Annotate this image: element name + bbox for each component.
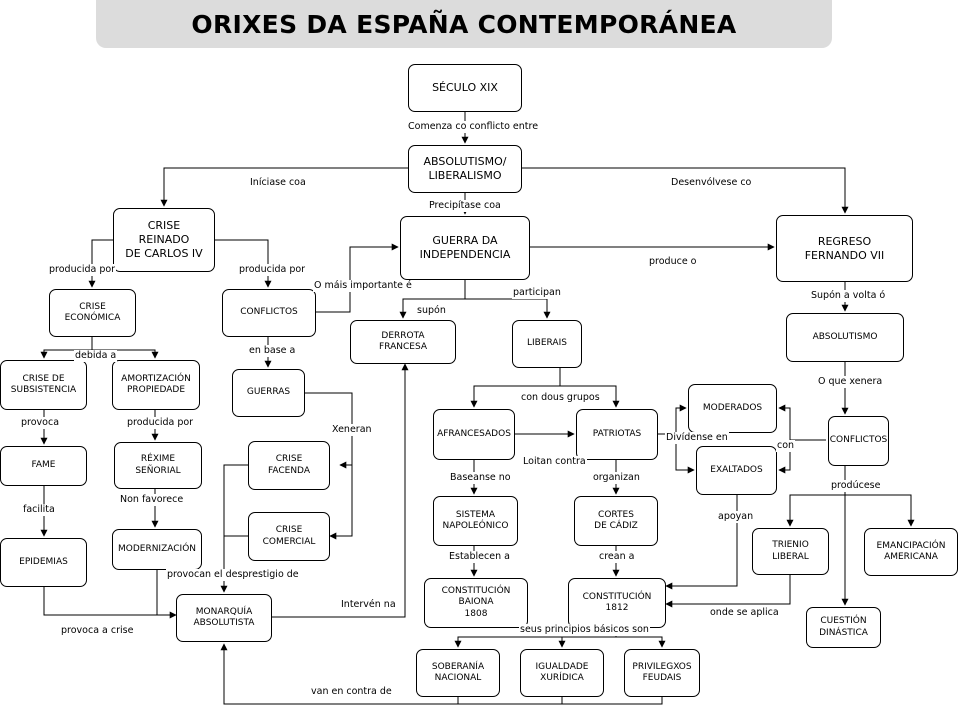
- page-title: ORIXES DA ESPAÑA CONTEMPORÁNEA: [191, 9, 737, 39]
- node-liberais: LIBERAIS: [512, 320, 582, 368]
- label-non-favorece: Non favorece: [119, 494, 185, 506]
- node-exaltados: EXALTADOS: [696, 446, 777, 495]
- node-conflictos-b: CONFLICTOS: [828, 416, 889, 466]
- label-organizan: organizan: [592, 472, 641, 484]
- label-producida-por-b: producida por: [238, 264, 307, 276]
- edge-exaltados-1812: [665, 495, 738, 590]
- label-apoyan: apoyan: [717, 511, 755, 523]
- node-soberania-nacional: SOBERANÍA NACIONAL: [416, 649, 500, 697]
- node-cuestion-dinastica: CUESTIÓN DINÁSTICA: [806, 607, 881, 648]
- label-producese: prodúcese: [830, 480, 882, 492]
- label-provocan-desprestixio: provocan el desprestigio de: [166, 569, 300, 581]
- edge-epidemias-monarquia: [43, 587, 157, 616]
- edge-guerras-comercial: [329, 465, 353, 540]
- node-absolutismo: ABSOLUTISMO: [786, 313, 904, 362]
- label-participan: participan: [512, 287, 562, 299]
- node-fame: FAME: [0, 446, 87, 486]
- edge-absolutismo-regreso: [522, 167, 849, 214]
- node-epidemias: EPIDEMIAS: [0, 538, 87, 587]
- node-igualdade-xuridica: IGUALDADE XURÍDICA: [520, 649, 604, 697]
- label-con: con: [776, 440, 796, 452]
- edge-principios-monarquia: [224, 644, 663, 705]
- label-establecen-a: Establecen a: [448, 551, 511, 563]
- node-crise-comercial: CRISE COMERCIAL: [248, 512, 330, 561]
- node-crise-subsistencia: CRISE DE SUBSISTENCIA: [0, 360, 87, 410]
- label-desenvolvese: Desenvólvese co: [670, 177, 753, 189]
- node-conflictos-a: CONFLICTOS: [222, 289, 316, 337]
- node-crise-economica: CRISE ECONÓMICA: [49, 289, 136, 337]
- node-rexime-senorial: RÉXIME SEÑORIAL: [114, 442, 202, 489]
- node-constitucion-baiona: CONSTITUCIÓN BAIONA 1808: [424, 578, 528, 628]
- node-crise-reinado: CRISE REINADO DE CARLOS IV: [113, 208, 215, 272]
- label-en-base-a: en base a: [248, 345, 297, 357]
- node-amortizacion-propiedade: AMORTIZACIÓN PROPIEDADE: [112, 360, 200, 410]
- node-cortes-cadiz: CORTES DE CÁDIZ: [574, 496, 658, 546]
- node-sistema-napoleonico: SISTEMA NAPOLEÓNICO: [433, 496, 518, 546]
- label-o-que-xenera: O que xenera: [817, 376, 884, 388]
- label-comenza: Comenza co conflicto entre: [407, 121, 540, 133]
- edge-guerra-liberais: [465, 298, 551, 319]
- label-mais-importante: O máis importante é: [313, 280, 413, 292]
- label-interven-na: Intervén na: [340, 599, 397, 611]
- label-onde-se-aplica: onde se aplica: [709, 607, 780, 619]
- label-loitan-contra: Loitan contra: [522, 456, 587, 468]
- node-derrota-francesa: DERROTA FRANCESA: [350, 320, 456, 364]
- edge-liberais-afrancesados: [470, 368, 561, 408]
- edge-patriotas-moderados: [658, 404, 687, 435]
- edge-guerra-branch: [399, 280, 466, 319]
- edge-trienio-1812: [665, 575, 791, 608]
- edge-conflictos-moderados: [778, 404, 826, 441]
- node-modernizacion: MODERNIZACIÓN: [112, 529, 202, 570]
- node-afrancesados: AFRANCESADOS: [433, 409, 515, 460]
- node-seculo-xix: SÉCULO XIX: [408, 64, 522, 112]
- title-banner: ORIXES DA ESPAÑA CONTEMPORÁNEA: [96, 0, 832, 48]
- label-dividense-en: Divídense en: [665, 432, 729, 444]
- label-supon-a-volta: Supón a volta ó: [810, 290, 887, 302]
- label-producida-por-a: producida por: [48, 264, 117, 276]
- node-emancipacion-americana: EMANCIPACIÓN AMERICANA: [864, 528, 958, 576]
- label-debida-a: debida a: [74, 350, 118, 362]
- node-patriotas: PATRIOTAS: [576, 409, 658, 460]
- node-guerras: GUERRAS: [232, 369, 305, 417]
- edge-conflictos-emancipacion: [845, 494, 915, 527]
- node-constitucion-1812: CONSTITUCIÓN 1812: [568, 578, 666, 628]
- node-absolutismo-liberalismo: ABSOLUTISMO/ LIBERALISMO: [408, 145, 522, 193]
- label-crean-a: crean a: [598, 551, 636, 563]
- edge-conflictos-trienio: [786, 466, 846, 527]
- edge-facenda-monarquia: [220, 464, 248, 593]
- label-van-en-contra: van en contra de: [310, 686, 393, 698]
- node-trienio-liberal: TRIENIO LIBERAL: [752, 528, 829, 575]
- label-con-dous-grupos: con dous grupos: [520, 392, 601, 404]
- label-iniciase: Iníciase coa: [249, 177, 307, 189]
- label-seus-principios: seus principios básicos son: [519, 624, 650, 636]
- node-privilegxos-feudais: PRIVILEGXOS FEUDAIS: [624, 649, 700, 697]
- label-provoca-a-crise: provoca a crise: [60, 625, 135, 637]
- edge-absolutismo-crise: [160, 167, 408, 207]
- edge-conflictos-guerra: [316, 243, 399, 313]
- edge-liberais-patriotas: [560, 385, 620, 408]
- label-facilita: facilita: [22, 504, 56, 516]
- edge-patriotas-exaltados: [675, 434, 695, 474]
- edge-economica-subsistencia: [40, 337, 93, 359]
- node-monarquia-absolutista: MONARQUÍA ABSOLUTISTA: [176, 594, 272, 642]
- node-regreso-fernando: REGRESO FERNANDO VII: [776, 215, 913, 282]
- label-baseanse-no: Baseanse no: [449, 472, 512, 484]
- label-precipitase: Precipítase coa: [428, 200, 502, 212]
- edge-1812-privilegxos: [616, 636, 666, 648]
- node-crise-facenda: CRISE FACENDA: [248, 441, 330, 490]
- node-moderados: MODERADOS: [688, 384, 777, 433]
- label-xeneran: Xeneran: [331, 424, 373, 436]
- label-produce-o: produce o: [648, 256, 698, 268]
- label-supon: supón: [416, 305, 447, 317]
- edge-monarquia-derrota: [272, 363, 409, 618]
- node-guerra-independencia: GUERRA DA INDEPENDENCIA: [400, 216, 530, 280]
- label-provoca: provoca: [20, 417, 61, 429]
- label-producida-por-c: producida por: [126, 417, 195, 429]
